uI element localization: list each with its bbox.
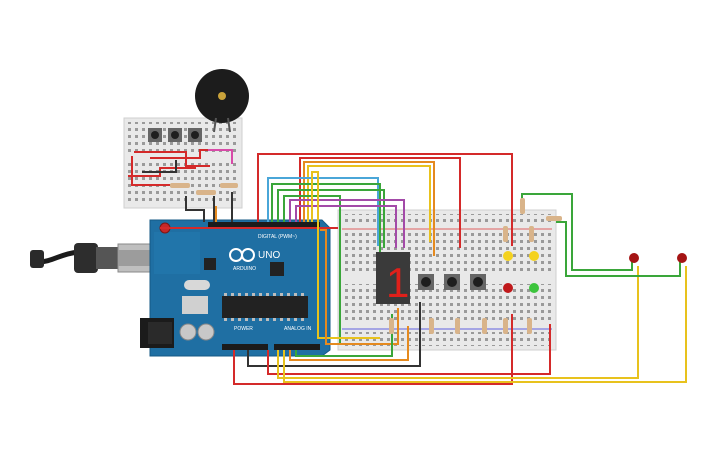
external-leds — [629, 253, 687, 263]
analog-label: ANALOG IN — [284, 326, 312, 332]
small-board-wires — [128, 149, 233, 222]
main-board-resistors — [389, 198, 562, 334]
board-model-label: UNO — [258, 250, 280, 261]
external-red-led-1 — [629, 253, 639, 263]
external-red-led-2 — [677, 253, 687, 263]
red-led — [503, 283, 513, 293]
usb-cable — [30, 243, 159, 273]
green-led — [529, 283, 539, 293]
buzzer-icon[interactable] — [195, 69, 249, 133]
board-leds — [503, 251, 539, 293]
arduino-logo: ARDUINO — [229, 248, 256, 272]
svg-text:ARDUINO: ARDUINO — [233, 266, 256, 272]
small-board-resistors — [170, 183, 238, 195]
small-breadboard — [123, 117, 243, 209]
seven-segment-display: 1 — [376, 252, 410, 306]
power-label: POWER — [234, 326, 253, 332]
wiring — [160, 153, 687, 385]
large-pushbuttons[interactable] — [418, 274, 486, 290]
yellow-led-1 — [503, 251, 513, 261]
display-digit: 1 — [386, 259, 409, 306]
arduino-board: ARDUINO UNO DIGITAL (PWM~) POWER ANALOG … — [140, 219, 331, 357]
yellow-led-2 — [529, 251, 539, 261]
small-pushbuttons[interactable] — [148, 128, 202, 142]
digital-label: DIGITAL (PWM~) — [258, 234, 297, 240]
